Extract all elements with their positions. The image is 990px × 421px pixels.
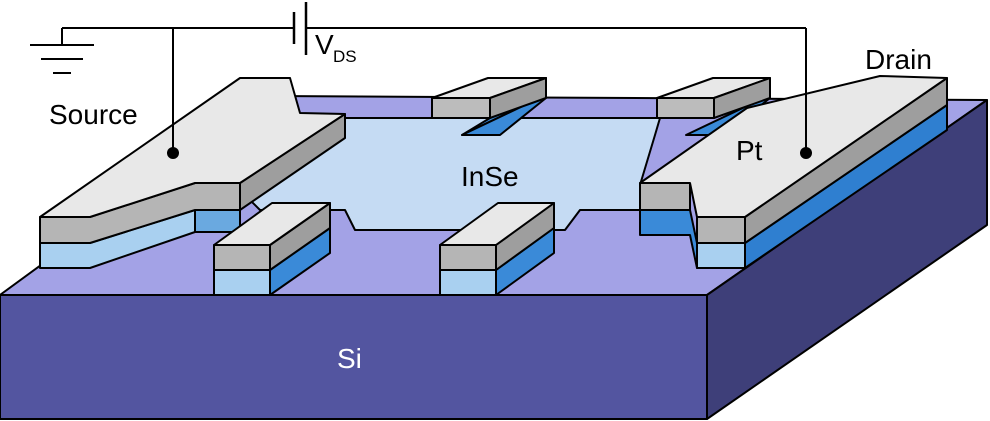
pt-drain-front xyxy=(696,216,746,244)
pt-source-top xyxy=(39,77,346,218)
pt-top-left-front xyxy=(431,97,491,119)
pt-bottom-right-front xyxy=(439,244,497,271)
pt-bottom-left-front xyxy=(213,244,271,271)
source-label: Source xyxy=(49,99,138,130)
inse-label: InSe xyxy=(461,161,519,192)
circuit xyxy=(30,2,812,159)
drain-label: Drain xyxy=(865,44,932,75)
pt-top-right-side xyxy=(713,77,771,119)
drain-contact-dot xyxy=(800,147,812,159)
source-contact-dot xyxy=(167,147,179,159)
contact-top-left xyxy=(431,77,547,136)
ti-drain-front xyxy=(696,242,746,269)
ti-bottom-left-front xyxy=(213,269,271,296)
ti-source-side-right xyxy=(194,209,241,233)
si-label: Si xyxy=(337,343,362,374)
pt-label: Pt xyxy=(736,135,763,166)
contact-bottom-left xyxy=(213,202,331,296)
pt-bottom-left-top xyxy=(213,202,331,246)
drain-electrode xyxy=(639,75,948,269)
pt-bottom-right-top xyxy=(439,202,555,246)
source-electrode xyxy=(39,77,346,269)
contact-bottom-right xyxy=(439,202,555,296)
pt-drain-top xyxy=(639,75,948,218)
ti-bottom-right-front xyxy=(439,269,497,296)
vds-subscript: DS xyxy=(333,47,357,66)
vds-label: V xyxy=(315,29,334,60)
pt-drain-left-front xyxy=(639,182,691,211)
pt-top-left-side xyxy=(489,77,547,119)
pt-top-right-front xyxy=(656,97,715,119)
